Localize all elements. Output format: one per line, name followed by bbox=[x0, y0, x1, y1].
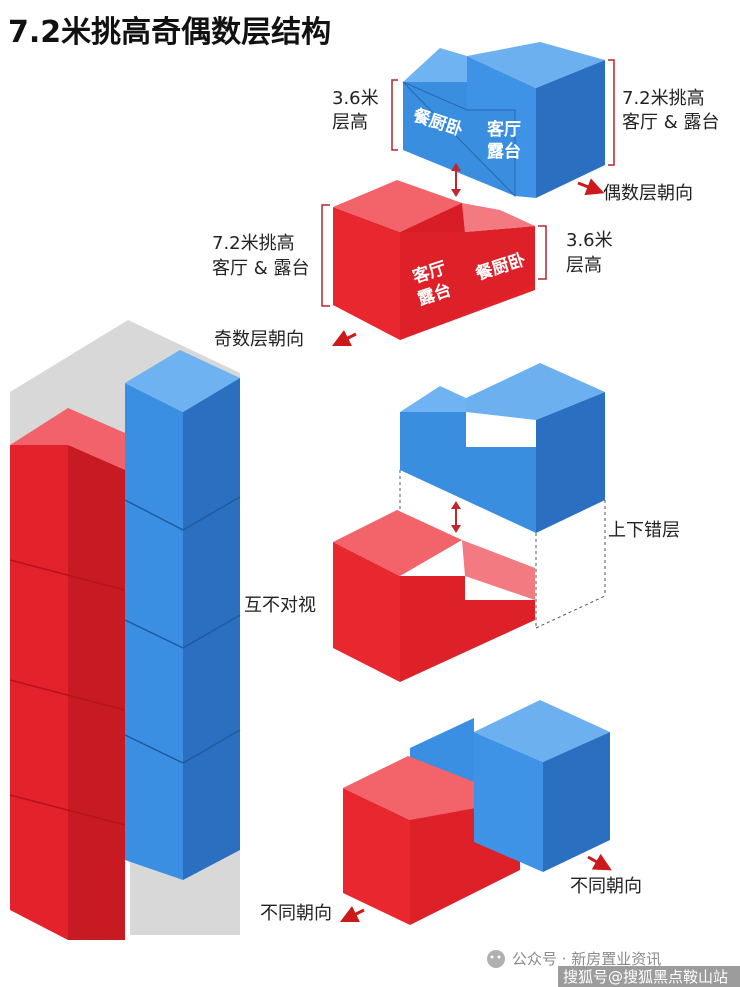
page-title: 7.2米挑高奇偶数层结构 bbox=[8, 15, 331, 50]
offset-blue-top bbox=[466, 363, 605, 420]
offset-blue-side bbox=[536, 392, 605, 533]
vertical-gap-arrow-top bbox=[451, 163, 461, 197]
offset-red-front bbox=[400, 576, 535, 682]
even-floor-block bbox=[402, 42, 605, 198]
odd-height-sub: 层高 bbox=[566, 255, 602, 276]
bottom-blue-side bbox=[543, 732, 610, 872]
odd-direction-label: 奇数层朝向 bbox=[214, 329, 304, 350]
red-column-top bbox=[10, 408, 125, 470]
odd-notch bbox=[400, 203, 465, 232]
offset-blue-front bbox=[400, 412, 536, 533]
bottom-red-left bbox=[343, 788, 410, 925]
blue-column-top bbox=[125, 350, 240, 412]
bottom-left-arrow bbox=[339, 905, 365, 923]
bottom-diagram bbox=[343, 700, 610, 925]
offset-diagram bbox=[333, 363, 606, 682]
watermark-line-2: 搜狐号@搜狐黑点鞍山站 bbox=[563, 968, 728, 986]
bottom-blue-top bbox=[474, 700, 610, 762]
tower-stack bbox=[9, 320, 241, 940]
odd-height-bracket bbox=[538, 225, 547, 280]
even-face-terrace: 露台 bbox=[487, 141, 521, 162]
odd-left-side bbox=[333, 207, 400, 340]
even-face-living: 客厅 bbox=[486, 119, 521, 140]
even-height-sub: 层高 bbox=[332, 112, 368, 133]
odd-floor-block bbox=[333, 180, 535, 340]
bottom-blue-front bbox=[474, 732, 543, 872]
bottom-left-direction: 不同朝向 bbox=[260, 903, 332, 924]
blue-column-side bbox=[183, 378, 240, 880]
watermark: 公众号 · 新房置业资讯 搜狐号@搜狐黑点鞍山站 bbox=[487, 950, 740, 987]
even-right-side bbox=[536, 60, 605, 198]
odd-top-low bbox=[462, 203, 535, 232]
blue-column bbox=[125, 383, 183, 880]
mutual-privacy-label: 互不对视 bbox=[244, 595, 316, 616]
offset-red-top bbox=[333, 510, 462, 576]
even-height-bracket bbox=[391, 79, 398, 151]
bottom-right-arrow bbox=[587, 853, 612, 871]
offset-red-left bbox=[333, 542, 400, 682]
staggered-label: 上下错层 bbox=[608, 520, 680, 541]
watermark-line-1: 公众号 · 新房置业资讯 bbox=[512, 950, 661, 968]
odd-front-base bbox=[400, 226, 535, 340]
odd-double-label-1: 7.2米挑高 bbox=[212, 233, 295, 254]
even-double-label-2: 客厅 & 露台 bbox=[622, 112, 719, 133]
even-direction-arrow bbox=[577, 178, 605, 196]
red-column-side bbox=[68, 445, 125, 940]
odd-top-high bbox=[333, 180, 462, 232]
even-double-label-1: 7.2米挑高 bbox=[622, 88, 705, 109]
even-direction-label: 偶数层朝向 bbox=[603, 183, 693, 204]
odd-direction-arrow bbox=[331, 329, 357, 347]
odd-double-label-2: 客厅 & 露台 bbox=[212, 258, 309, 279]
even-height-label: 3.6米 bbox=[332, 88, 379, 109]
odd-double-bracket bbox=[321, 204, 330, 307]
even-top-high bbox=[467, 42, 605, 88]
odd-height-label: 3.6米 bbox=[566, 230, 613, 251]
even-edges bbox=[402, 81, 516, 198]
even-top-low bbox=[403, 48, 467, 82]
wechat-icon bbox=[487, 950, 505, 968]
bottom-right-direction: 不同朝向 bbox=[570, 876, 642, 897]
even-double-bracket bbox=[608, 59, 615, 166]
vertical-gap-arrow-mid bbox=[451, 501, 461, 533]
even-front-high bbox=[467, 56, 536, 198]
